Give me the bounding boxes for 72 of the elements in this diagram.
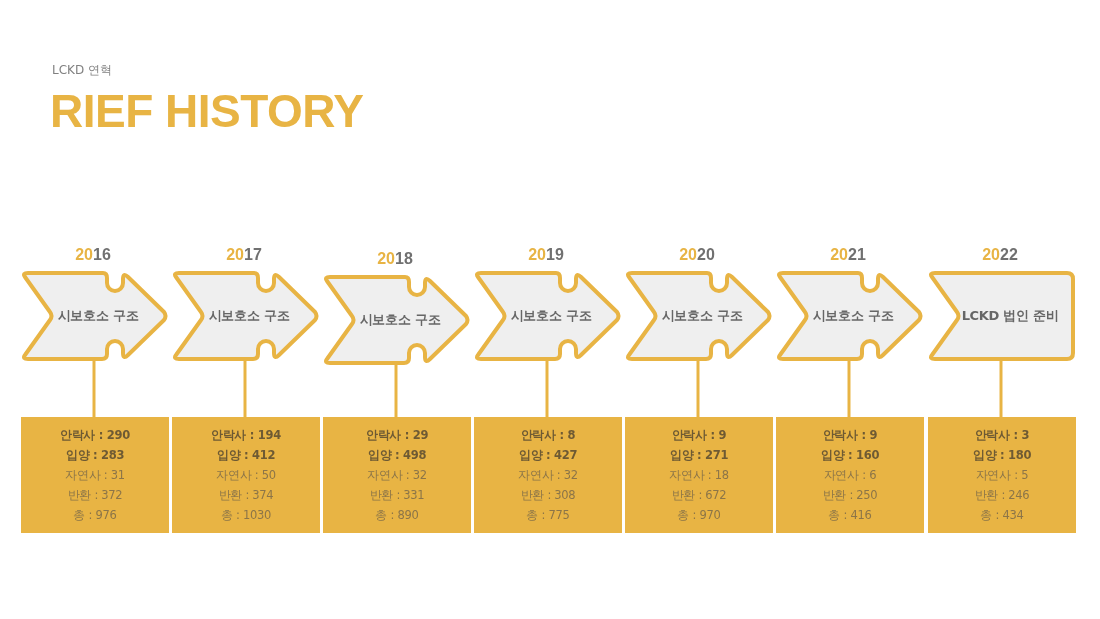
milestone-text: 시보호소 구조: [208, 307, 290, 325]
stat-text: 안락사 : 29: [365, 427, 429, 444]
stat-text: 총 : 970: [677, 507, 721, 524]
year-label: 2020: [678, 246, 716, 264]
stat-text: 반환 : 672: [671, 487, 727, 504]
puzzle-arrow-shape: [172, 270, 320, 362]
stat-text: 자연사 : 32: [367, 467, 427, 484]
stat-text: 자연사 : 32: [518, 467, 578, 484]
stat-text: 입양 : 180: [972, 447, 1032, 464]
connector-line: [243, 360, 247, 417]
stats-box: [928, 417, 1076, 533]
page-title: RIEF HISTORY: [50, 84, 364, 138]
puzzle-arrow-shape: [625, 270, 773, 362]
stat-text: 안락사 : 3: [974, 427, 1030, 444]
stats-box: [474, 417, 622, 533]
year-label: 2019: [527, 246, 565, 264]
stat-text: 자연사 : 31: [65, 467, 125, 484]
stat-text: 자연사 : 50: [216, 467, 276, 484]
stat-text: 안락사 : 194: [211, 427, 281, 444]
connector-line: [92, 360, 96, 417]
stat-text: 반환 : 374: [218, 487, 274, 504]
stats-box: [776, 417, 924, 533]
stat-text: 안락사 : 8: [520, 427, 576, 444]
year-label: 2021: [829, 246, 867, 264]
connector-line: [545, 360, 549, 417]
connector-line: [847, 360, 851, 417]
milestone-text: 시보호소 구조: [812, 307, 894, 325]
puzzle-arrow-shape: [323, 274, 471, 366]
year-label: 2022: [981, 246, 1019, 264]
stat-text: 반환 : 372: [67, 487, 123, 504]
stat-text: 자연사 : 5: [975, 467, 1029, 484]
milestone-text: 시보호소 구조: [57, 307, 139, 325]
milestone-text: 시보호소 구조: [359, 311, 441, 329]
stats-box: [323, 417, 471, 533]
connector-line: [999, 360, 1003, 417]
year-label: 2017: [225, 246, 263, 264]
stat-text: 입양 : 427: [518, 447, 578, 464]
puzzle-arrow-shape: [474, 270, 622, 362]
stat-text: 총 : 890: [375, 507, 419, 524]
stat-text: 자연사 : 6: [823, 467, 877, 484]
subtitle-text: LCKD 연혁: [52, 62, 112, 79]
stat-text: 입양 : 283: [65, 447, 125, 464]
puzzle-arrow-shape: [776, 270, 924, 362]
pointed-tab-shape: [928, 270, 1076, 362]
stat-text: 자연사 : 18: [669, 467, 729, 484]
year-label: 2016: [74, 246, 112, 264]
stat-text: 총 : 775: [526, 507, 570, 524]
stat-text: 안락사 : 290: [60, 427, 130, 444]
stat-text: 입양 : 271: [669, 447, 729, 464]
stat-text: 입양 : 412: [216, 447, 276, 464]
stat-text: 안락사 : 9: [671, 427, 727, 444]
stats-box: [21, 417, 169, 533]
stat-text: 입양 : 160: [820, 447, 880, 464]
stat-text: 반환 : 308: [520, 487, 576, 504]
stat-text: 총 : 434: [980, 507, 1024, 524]
connector-line: [696, 360, 700, 417]
milestone-text: 시보호소 구조: [510, 307, 592, 325]
stat-text: 총 : 1030: [220, 507, 272, 524]
puzzle-arrow-shape: [21, 270, 169, 362]
stat-text: 반환 : 250: [822, 487, 878, 504]
stat-text: 총 : 416: [828, 507, 872, 524]
stat-text: 반환 : 331: [369, 487, 425, 504]
milestone-text: 시보호소 구조: [661, 307, 743, 325]
stat-text: 입양 : 498: [367, 447, 427, 464]
stat-text: 총 : 976: [73, 507, 117, 524]
year-label: 2018: [376, 250, 414, 268]
stat-text: 반환 : 246: [974, 487, 1030, 504]
stats-box: [625, 417, 773, 533]
milestone-text: LCKD 법인 준비: [961, 307, 1059, 325]
stats-box: [172, 417, 320, 533]
stat-text: 안락사 : 9: [822, 427, 878, 444]
connector-line: [394, 364, 398, 417]
